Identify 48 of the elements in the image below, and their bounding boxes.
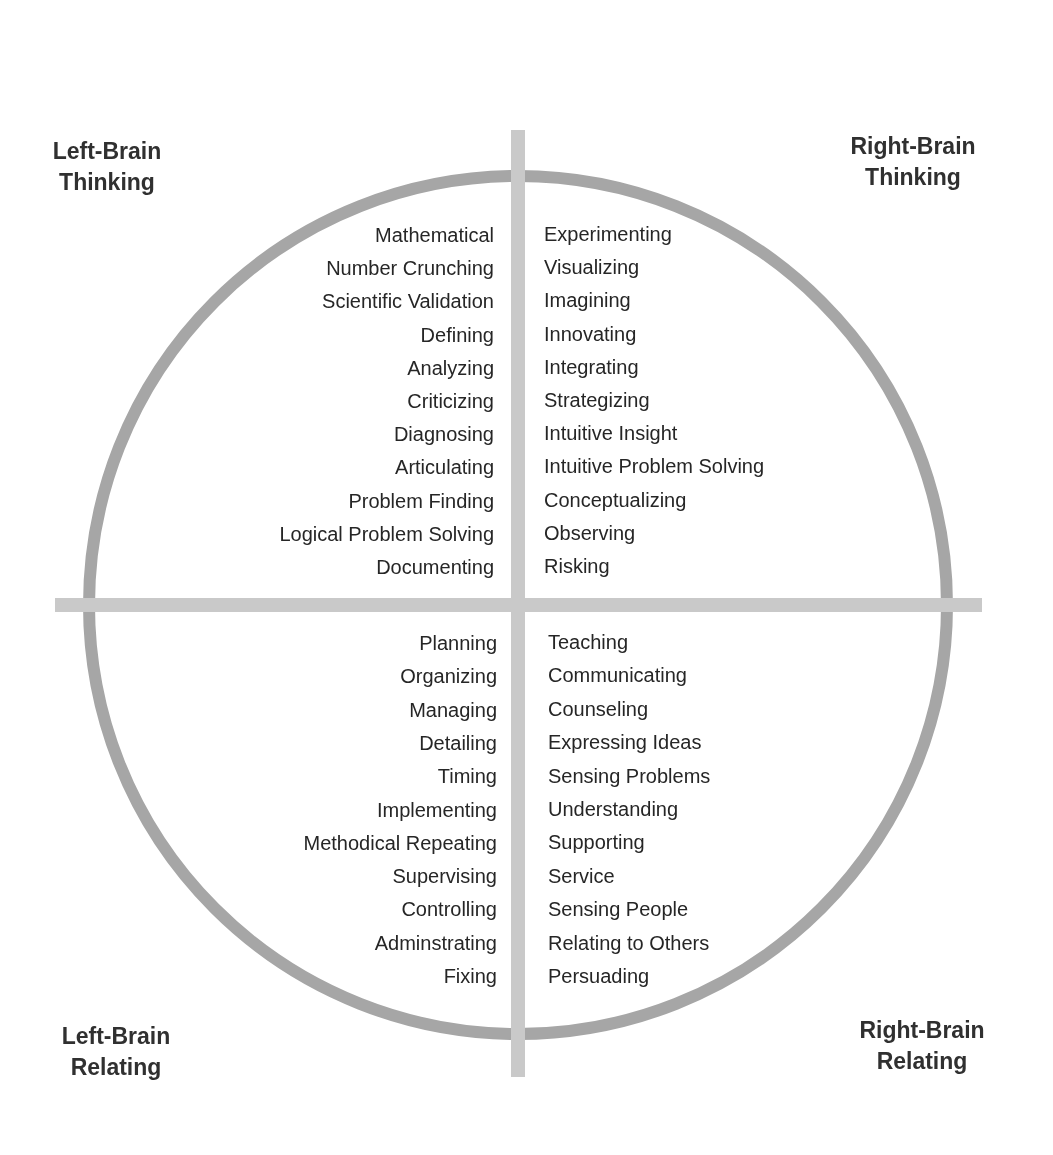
skill-label: Documenting <box>376 555 494 579</box>
skill-label: Defining <box>420 322 494 347</box>
quadrant-heading: Left-Brain Relating <box>60 1022 172 1082</box>
skill-label: Communicating <box>548 663 687 688</box>
skill-label: Detailing <box>419 730 497 755</box>
skill-label: Visualizing <box>544 255 640 280</box>
skill-label: Problem Finding <box>348 488 494 513</box>
skill-label: Expressing Ideas <box>548 730 702 755</box>
skill-label: Strategizing <box>544 388 650 412</box>
skill-label: Observing <box>544 520 636 545</box>
skill-label: Controlling <box>401 897 497 922</box>
skill-label: Number Crunching <box>326 256 494 281</box>
skill-label: Service <box>548 863 615 888</box>
skill-label: Adminstrating <box>374 930 497 955</box>
skill-label: Organizing <box>400 664 497 689</box>
skill-label: Teaching <box>548 630 629 654</box>
skill-label: Conceptualizing <box>544 487 687 512</box>
quadrant-heading: Left-Brain Thinking <box>51 137 163 197</box>
skill-label: Intuitive Problem Solving <box>544 454 765 479</box>
skill-label: Counseling <box>548 696 649 721</box>
skill-label: Articulating <box>395 455 494 480</box>
quadrant-heading: Right-Brain Relating <box>858 1016 986 1076</box>
skill-label: Analyzing <box>407 355 494 380</box>
skill-label: Understanding <box>548 797 679 821</box>
skill-label: Imagining <box>544 288 631 313</box>
skill-label: Fixing <box>443 964 497 988</box>
skill-label: Criticizing <box>407 389 494 413</box>
skill-label: Logical Problem Solving <box>279 521 494 546</box>
skill-label: Supporting <box>548 830 645 855</box>
skill-label: Planning <box>419 631 497 655</box>
skill-label: Experimenting <box>544 222 672 246</box>
skill-label: Innovating <box>544 321 637 346</box>
skill-label: Implementing <box>376 797 497 822</box>
skill-label: Mathematical <box>375 223 494 247</box>
skill-label: Relating to Others <box>548 930 710 955</box>
skill-label: Intuitive Insight <box>544 421 678 446</box>
skill-label: Integrating <box>544 354 639 379</box>
skill-label: Persuading <box>548 964 650 988</box>
skill-label: Diagnosing <box>393 422 494 447</box>
skill-label: Managing <box>409 697 497 722</box>
skill-label: Timing <box>437 764 497 789</box>
skill-label: Methodical Repeating <box>303 830 497 855</box>
skill-label: Sensing People <box>548 897 689 922</box>
skill-label: Supervising <box>392 864 497 889</box>
skill-label: Sensing Problems <box>548 763 711 788</box>
skill-label: Scientific Validation <box>322 289 494 314</box>
skill-label: Risking <box>544 554 610 578</box>
quadrant-heading: Right-Brain Thinking <box>849 132 977 192</box>
